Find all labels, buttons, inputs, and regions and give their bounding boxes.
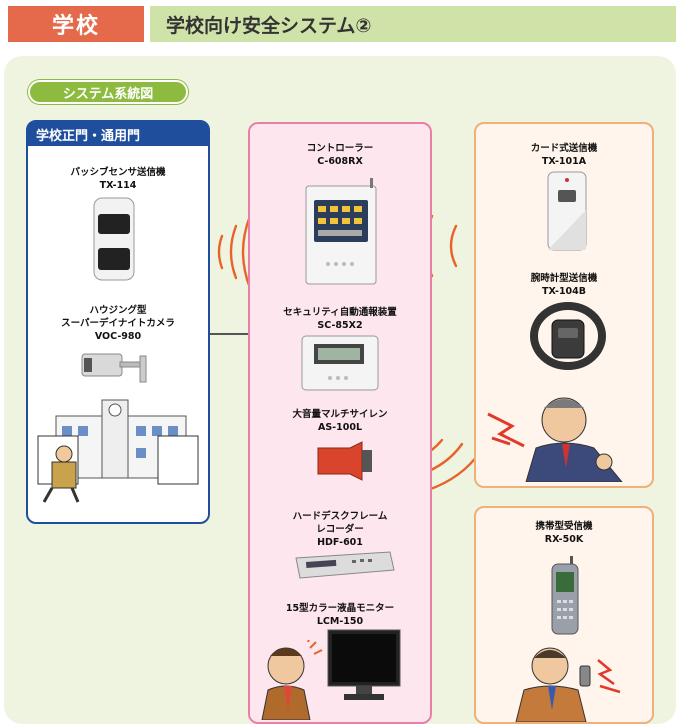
portable-receiver-label: 携帯型受信機 RX-50K <box>484 520 644 546</box>
camera-device <box>80 348 152 384</box>
device-model: TX-101A <box>541 156 587 167</box>
device-name: 携帯型受信機 <box>535 521 593 532</box>
card-transmitter-label: カード式送信機 TX-101A <box>484 142 644 168</box>
device-name: ハウジング型 <box>89 305 147 316</box>
device-model: LCM-150 <box>316 616 364 627</box>
device-name: 腕時計型送信機 <box>530 273 598 284</box>
device-model: HDF-601 <box>317 537 363 548</box>
device-model: TX-114 <box>99 180 137 191</box>
alarmed-man-illustration <box>482 386 650 482</box>
portable-receiver-device <box>548 556 582 636</box>
device-name: レコーダー <box>316 524 364 535</box>
controller-label: コントローラー C-608RX <box>258 142 422 168</box>
device-model: RX-50K <box>544 534 584 545</box>
card-transmitter-device <box>546 170 588 252</box>
device-model: TX-104B <box>541 286 587 297</box>
auto-dialer-label: セキュリティ自動通報装置 SC-85X2 <box>258 306 422 332</box>
device-model: VOC-980 <box>94 331 142 342</box>
device-model: C-608RX <box>317 156 363 167</box>
device-name: 大音量マルチサイレン <box>292 409 388 420</box>
radio-waves-left <box>217 214 252 290</box>
device-name: コントローラー <box>306 143 374 154</box>
passive-sensor-device <box>92 196 136 282</box>
device-model: AS-100L <box>317 422 363 433</box>
auto-dialer-device <box>300 334 380 392</box>
receiving-man-illustration <box>500 640 640 722</box>
siren-device <box>312 440 376 482</box>
device-name: スーパーデイナイトカメラ <box>61 318 175 329</box>
monitor-label: 15型カラー液晶モニター LCM-150 <box>258 602 422 628</box>
page-title: 学校向け安全システム② <box>150 6 676 42</box>
camera-label: ハウジング型 スーパーデイナイトカメラ VOC-980 <box>40 304 196 343</box>
device-name: カード式送信機 <box>530 143 598 154</box>
system-diagram-badge: システム系統図 <box>28 80 188 104</box>
device-name: セキュリティ自動通報装置 <box>283 307 397 318</box>
staff-man-illustration <box>258 640 326 720</box>
watch-transmitter-label: 腕時計型送信機 TX-104B <box>484 272 644 298</box>
device-name: ハードデスクフレーム <box>292 511 388 522</box>
device-model: SC-85X2 <box>317 320 363 331</box>
school-building-illustration <box>36 396 202 506</box>
controller-device <box>304 178 378 286</box>
siren-label: 大音量マルチサイレン AS-100L <box>258 408 422 434</box>
recorder-label: ハードデスクフレーム レコーダー HDF-601 <box>258 510 422 549</box>
gate-panel-title: 学校正門・通用門 <box>28 122 208 146</box>
watch-transmitter-device <box>530 300 606 372</box>
passive-sensor-label: パッシブセンサ送信機 TX-114 <box>40 166 196 192</box>
device-name: 15型カラー液晶モニター <box>285 603 395 614</box>
device-name: パッシブセンサ送信機 <box>70 167 166 178</box>
recorder-device <box>292 548 396 582</box>
header: 学校 学校向け安全システム② <box>0 0 680 48</box>
monitor-device <box>326 628 402 702</box>
category-tag: 学校 <box>8 6 144 42</box>
